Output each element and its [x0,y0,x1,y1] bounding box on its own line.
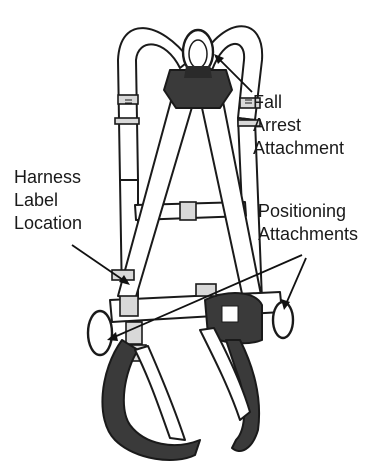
dorsal-d-ring-inner [189,40,207,68]
right-pad-label [222,306,238,322]
positioning-attachments-label: Positioning Attachments [258,200,358,246]
positioning-line-1: Positioning [258,200,358,223]
left-positioning-d-ring [88,311,112,355]
harness-label-location-label: Harness Label Location [14,166,82,235]
left-side-buckle-2 [120,296,138,316]
harness-label-line-1: Harness [14,166,82,189]
right-positioning-d-ring [273,302,293,338]
harness-label-line-2: Label [14,189,82,212]
positioning-arrow-right-line [286,258,306,304]
fall-arrest-line-3: Attachment [253,137,344,160]
dorsal-plate [184,66,212,78]
fall-arrest-line-2: Arrest [253,114,344,137]
positioning-line-2: Attachments [258,223,358,246]
fall-arrest-label: Fall Arrest Attachment [253,91,344,160]
fall-arrest-line-1: Fall [253,91,344,114]
harness-label-arrow-line [72,245,126,282]
left-buckle-2 [115,118,139,124]
left-leg-strap-inner [135,346,185,440]
harness-label-line-3: Location [14,212,82,235]
chest-buckle [180,202,196,220]
